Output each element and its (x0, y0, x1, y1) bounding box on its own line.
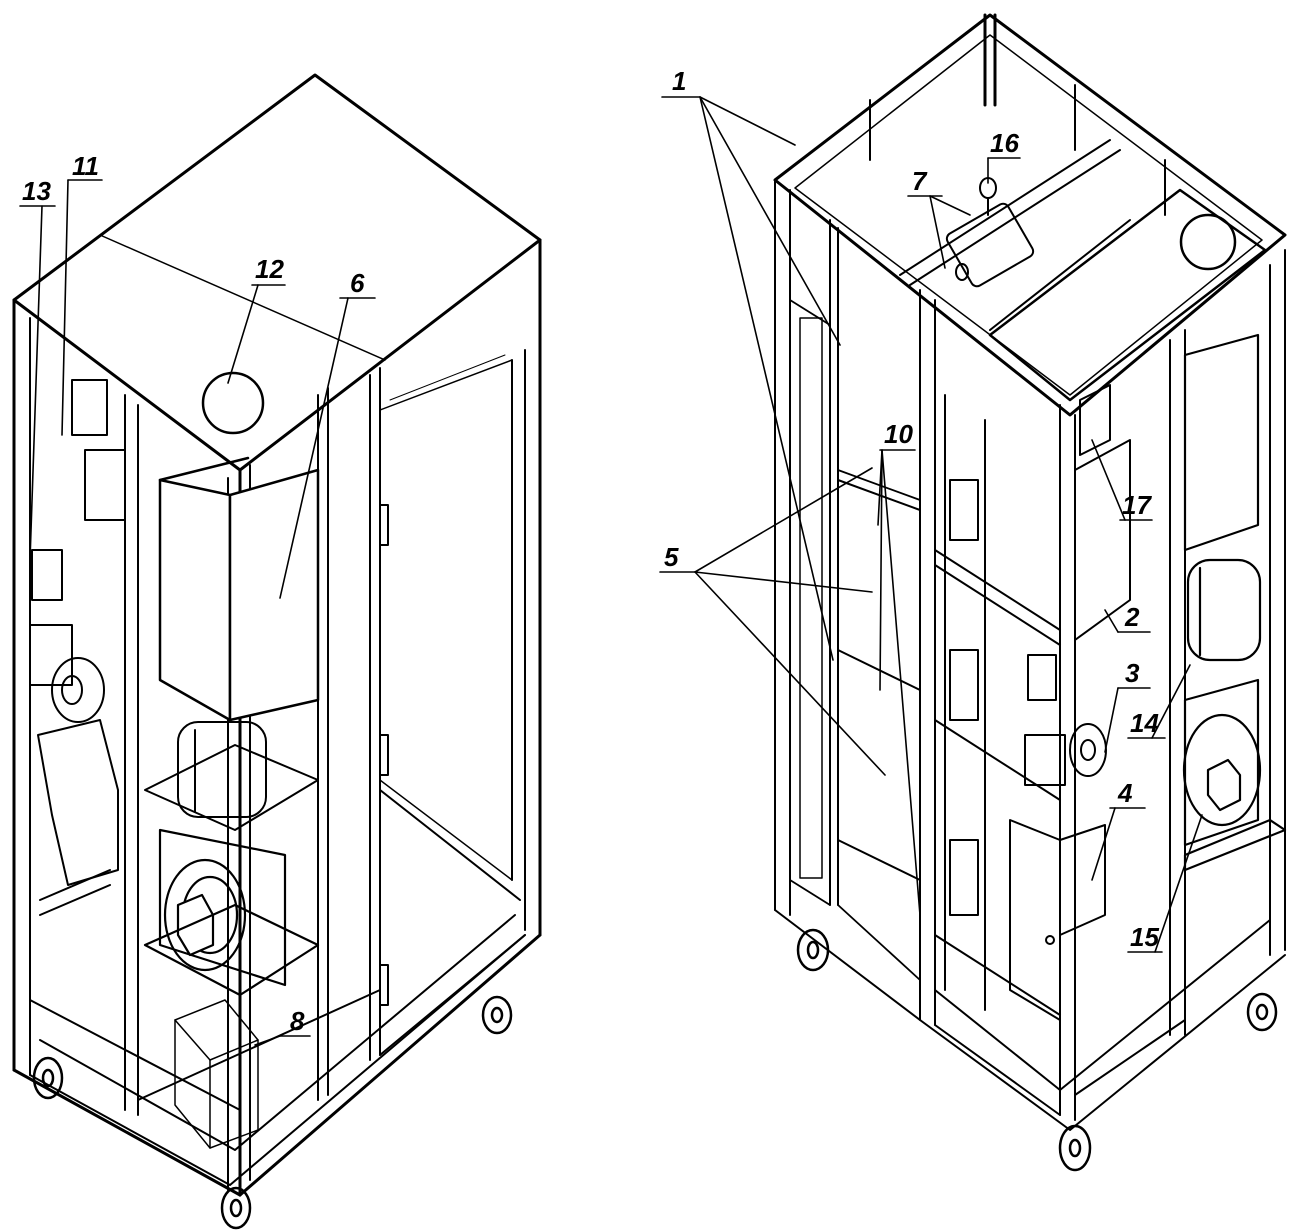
left-basket (174, 999, 259, 1149)
callout-13: 13 (22, 176, 51, 206)
right-casters (796, 928, 1278, 1172)
right-frame (774, 179, 1286, 1131)
callout-17: 17 (1122, 490, 1152, 520)
right-top-frame (773, 13, 1287, 417)
callout-4: 4 (1117, 778, 1133, 808)
right-valve-assembly (899, 139, 1131, 331)
callout-7: 7 (912, 166, 928, 196)
callout-14: 14 (1130, 708, 1159, 738)
left-hinges (379, 504, 389, 1006)
callout-12: 12 (255, 254, 284, 284)
left-top-opening (201, 371, 265, 435)
callout-15: 15 (1130, 922, 1159, 952)
callout-labels: 13 11 12 6 8 1 16 7 10 5 17 2 3 14 4 15 (22, 66, 1159, 1036)
callout-3: 3 (1125, 658, 1140, 688)
left-motor (144, 721, 319, 831)
left-side-components (29, 379, 126, 916)
left-control-box (158, 456, 320, 722)
callout-16: 16 (990, 128, 1019, 158)
right-top-panel (988, 188, 1267, 402)
left-casters (32, 995, 513, 1230)
callout-6: 6 (350, 268, 365, 298)
left-cabinet (12, 73, 542, 1230)
callout-10: 10 (884, 419, 913, 449)
left-frame (29, 317, 526, 1191)
right-heater-rail (934, 394, 1061, 1016)
right-side-components (1009, 384, 1131, 1021)
right-blower-unit (1182, 333, 1287, 872)
callout-2: 2 (1124, 602, 1140, 632)
callout-11: 11 (72, 151, 99, 181)
leader-lines (19, 96, 1203, 1046)
left-blower (143, 828, 320, 997)
right-cabinet (773, 13, 1287, 1172)
right-top-opening (1179, 213, 1237, 271)
callout-8: 8 (290, 1006, 305, 1036)
callout-5: 5 (664, 542, 679, 572)
callout-1: 1 (672, 66, 686, 96)
